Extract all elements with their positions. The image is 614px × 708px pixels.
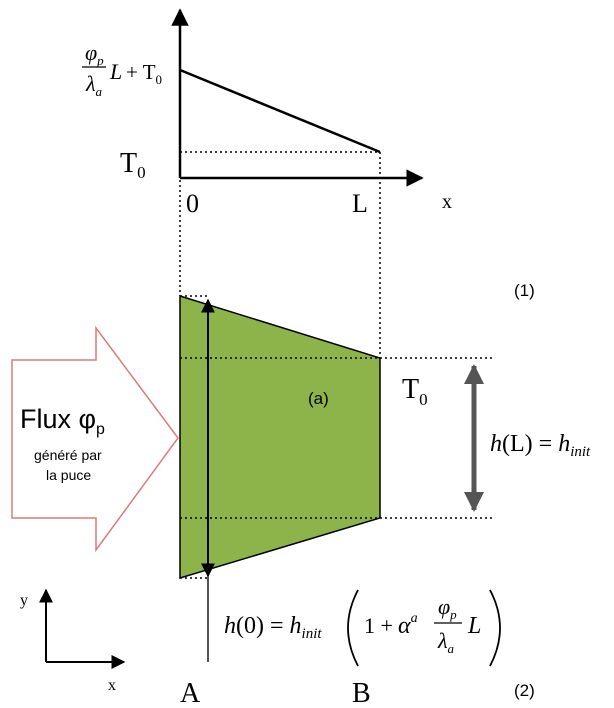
tip-t0-label: T0 (402, 374, 428, 409)
y-axis-label: φp λa L + T0 (82, 40, 162, 99)
corner-axes: y x (20, 588, 126, 694)
x-origin-label: 0 (186, 189, 199, 218)
flux-arrow: Flux φp généré par la puce (11, 325, 179, 553)
flux-title: Flux φp (20, 404, 105, 438)
h-0-equation: h(0) = hinit 1 + αa φp λa L (224, 589, 501, 667)
h-L-equation: h(L) = hinit (490, 431, 591, 460)
flux-arrow-shape (11, 325, 179, 553)
corner-y-label: y (20, 592, 28, 609)
svg-text:φp: φp (438, 594, 457, 622)
temperature-profile-line (179, 68, 381, 154)
temperature-graph: φp λa L + T0 T0 0 L x (82, 8, 452, 218)
svg-text:h(L) = hinit: h(L) = hinit (490, 431, 591, 460)
svg-text:L: L (109, 59, 122, 84)
region-label-a: (a) (308, 389, 329, 408)
point-A-label: A (180, 678, 201, 708)
svg-text:λa: λa (85, 71, 103, 99)
left-paren (347, 589, 359, 667)
corner-x-label: x (108, 677, 116, 694)
svg-text:L: L (467, 613, 481, 639)
svg-text:1 +: 1 + (364, 613, 393, 638)
region-label-1: (1) (514, 281, 535, 300)
svg-text:+ T0: + T0 (126, 60, 162, 87)
region-label-2: (2) (514, 681, 535, 700)
right-paren (489, 589, 501, 667)
x-axis-label: x (442, 191, 452, 213)
flux-line1: généré par (34, 447, 102, 463)
flux-line2: la puce (46, 467, 91, 483)
svg-text:λa: λa (437, 628, 455, 656)
svg-text:φp: φp (85, 40, 104, 68)
x-L-label: L (352, 189, 368, 218)
fin-trapezoid (179, 294, 381, 580)
svg-text:αa: αa (398, 611, 418, 639)
svg-text:h(0) = hinit: h(0) = hinit (224, 613, 322, 642)
t0-axis-label: T0 (120, 148, 146, 182)
point-B-label: B (352, 678, 371, 708)
